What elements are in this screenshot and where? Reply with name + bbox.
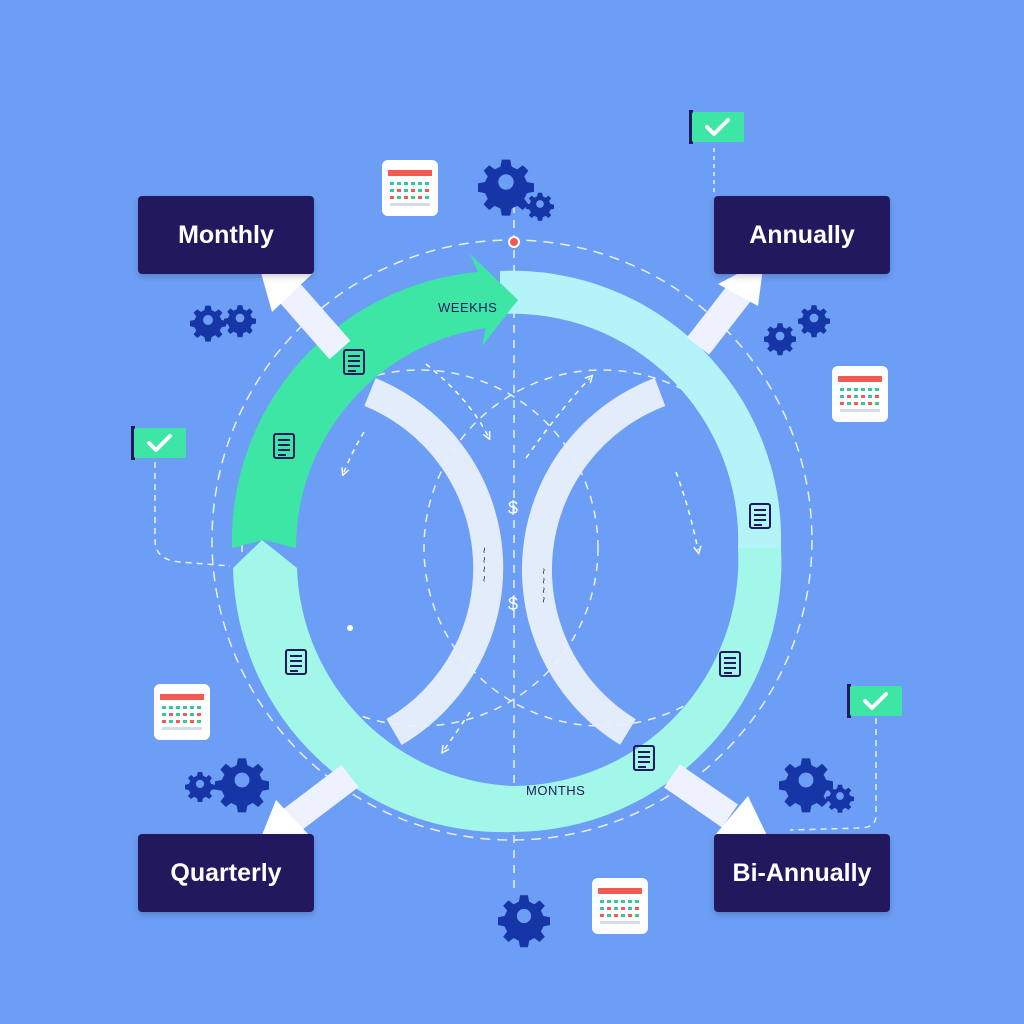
arrow-to-monthly-head [258, 262, 312, 312]
inner-arrow-3 [675, 471, 698, 550]
arrow-to-annually [686, 283, 752, 355]
check-flag-icon [687, 108, 746, 146]
gear-icon [526, 192, 554, 221]
gear-icon [764, 323, 796, 356]
calendar-icon [154, 684, 210, 740]
dollar-icon: $ [508, 594, 518, 614]
quarterly-box[interactable]: Quarterly [138, 834, 314, 912]
scribble-left: ~ ~ ~ ~ [479, 547, 491, 582]
mint-ring-bottom [233, 540, 782, 833]
gear-icon [779, 758, 833, 813]
inner-arrow-4 [444, 711, 471, 750]
dollar-icon: $ [508, 498, 518, 518]
check-flag-icon [845, 682, 904, 720]
inner-band-right [521, 377, 666, 745]
calendar-icon [382, 160, 438, 216]
scribble-right: ~ ~ ~ ~ [537, 568, 549, 603]
calendar-icon [592, 878, 648, 934]
arrow-to-quarterly [283, 764, 359, 832]
gear-icon [478, 159, 534, 216]
inner-dashed-circle-left [241, 369, 599, 727]
gear-icon [498, 895, 550, 948]
cyan-ring-upper-right [500, 270, 782, 548]
connector-left-flag [154, 462, 231, 567]
weeks-label: WEEKHS [438, 300, 498, 315]
inner-arrow-1 [425, 363, 488, 436]
arrow-to-biannually [664, 764, 738, 828]
months-label: MONTHS [526, 783, 586, 798]
monthly-box[interactable]: Monthly [138, 196, 314, 274]
arrow-to-monthly [271, 274, 351, 360]
arrow-to-biannually-head [716, 796, 772, 846]
bi-annually-box[interactable]: Bi-Annually [714, 834, 890, 912]
gear-icon [798, 305, 830, 338]
dot [347, 625, 353, 631]
gear-icon [826, 784, 854, 813]
gear-icon [215, 758, 269, 813]
top-marker-dot [508, 236, 520, 248]
inner-band-left [364, 378, 504, 745]
inner-arrow-2 [525, 378, 590, 459]
annually-box[interactable]: Annually [714, 196, 890, 274]
check-flag-icon [129, 424, 188, 462]
calendar-icon [832, 366, 888, 422]
gear-icon [224, 305, 256, 338]
gear-icon [185, 772, 215, 802]
inner-arrow-5 [344, 431, 365, 472]
weeks-green-arrow [231, 254, 519, 548]
gear-icon [190, 305, 226, 342]
